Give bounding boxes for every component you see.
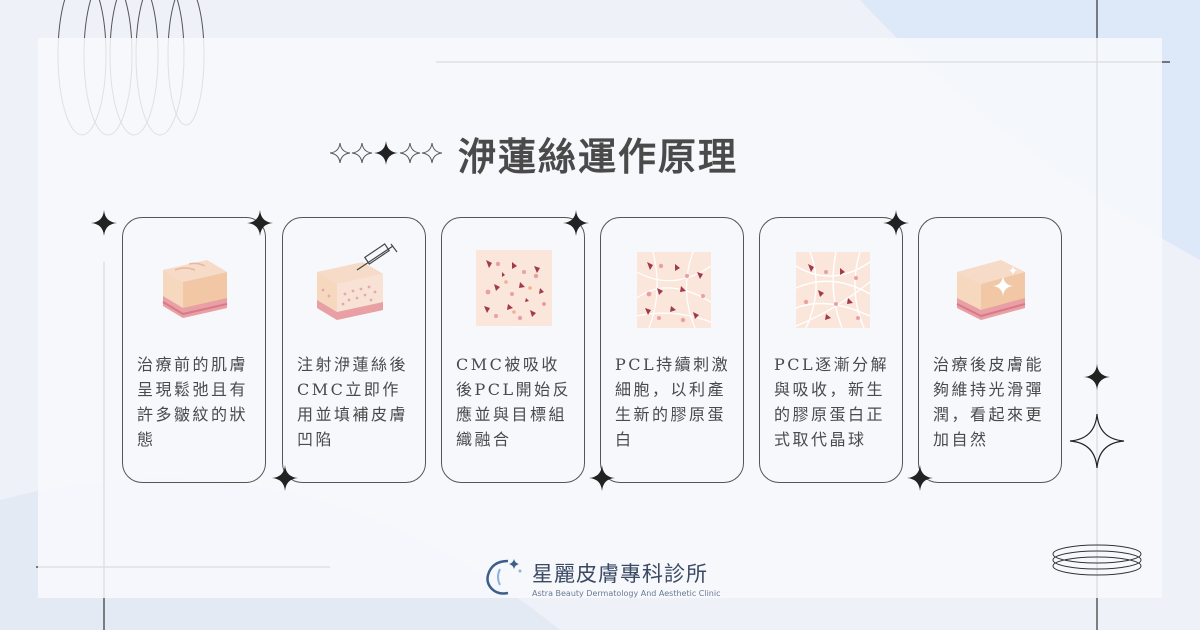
sparkle-icon [272, 465, 298, 491]
card-4: PCL持續刺激細胞，以利產生新的膠原蛋白 [600, 217, 744, 483]
page-title: 洢蓮絲運作原理 [458, 133, 739, 179]
sparkle-icon [907, 465, 933, 491]
sparkle-icon [589, 465, 615, 491]
cmc-absorption-icon [476, 250, 552, 326]
card-1: 治療前的肌膚呈現鬆弛且有許多皺紋的狀態 [122, 217, 266, 483]
sparkle-icon [563, 210, 589, 236]
card-3: CMC被吸收後PCL開始反應並與目標組織融合 [441, 217, 585, 483]
card-2-text: 注射洢蓮絲後CMC立即作用並填補皮膚凹陷 [297, 355, 409, 449]
title-row: 洢蓮絲運作原理 [330, 118, 738, 188]
sparkle-icon [91, 210, 117, 236]
injection-skin-icon [317, 243, 398, 320]
card-6-text: 治療後皮膚能夠維持光滑彈潤，看起來更加自然 [933, 355, 1045, 449]
clinic-logo: 星麗皮膚專科診所 Astra Beauty Dermatology And Ae… [478, 555, 720, 601]
collagen-replace-icon [795, 251, 871, 329]
card-5-text: PCL逐漸分解與吸收，新生的膠原蛋白正式取代晶球 [774, 355, 890, 449]
large-sparkle-icon [1069, 413, 1125, 469]
card-2: 注射洢蓮絲後CMC立即作用並填補皮膚凹陷 [282, 217, 426, 483]
logo-face-icon [486, 559, 522, 595]
clinic-name: 星麗皮膚專科診所 [532, 562, 708, 586]
skin-layer-icon [162, 260, 228, 318]
sparkle-row-icon [330, 141, 442, 165]
card-1-text: 治療前的肌膚呈現鬆弛且有許多皺紋的狀態 [137, 355, 249, 449]
sparkle-icon [883, 210, 909, 236]
ring-decoration-icon [1052, 544, 1142, 576]
card-5: PCL逐漸分解與吸收，新生的膠原蛋白正式取代晶球 [759, 217, 903, 483]
card-3-text: CMC被吸收後PCL開始反應並與目標組織融合 [456, 355, 572, 449]
card-6: 治療後皮膚能夠維持光滑彈潤，看起來更加自然 [918, 217, 1062, 483]
sparkle-icon [247, 210, 273, 236]
clinic-subtitle: Astra Beauty Dermatology And Aesthetic C… [532, 589, 721, 598]
pcl-stimulation-icon [636, 251, 712, 329]
smooth-skin-icon [956, 260, 1026, 320]
sparkle-icon [1084, 364, 1110, 390]
card-4-text: PCL持續刺激細胞，以利產生新的膠原蛋白 [615, 355, 731, 449]
